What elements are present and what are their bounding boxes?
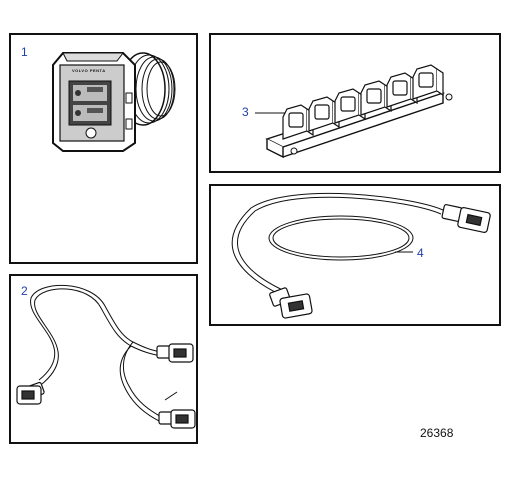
- connector-block-icon: [255, 64, 453, 159]
- callout-1: 1: [21, 45, 28, 59]
- panel-2: 2: [9, 274, 198, 444]
- panel-3: 3: [209, 33, 501, 173]
- callout-3: 3: [242, 105, 249, 119]
- extension-cable-icon: [231, 192, 491, 319]
- panel-4: 4: [209, 184, 501, 326]
- device-label: VOLVO PENTA: [72, 68, 106, 73]
- y-harness-icon: [16, 284, 196, 429]
- control-panel-icon: [52, 52, 176, 152]
- reference-number: 26368: [420, 426, 454, 440]
- panel-1: 1 VOLVO PENTA: [9, 33, 198, 264]
- callout-2: 2: [21, 284, 28, 298]
- callout-4: 4: [417, 246, 424, 260]
